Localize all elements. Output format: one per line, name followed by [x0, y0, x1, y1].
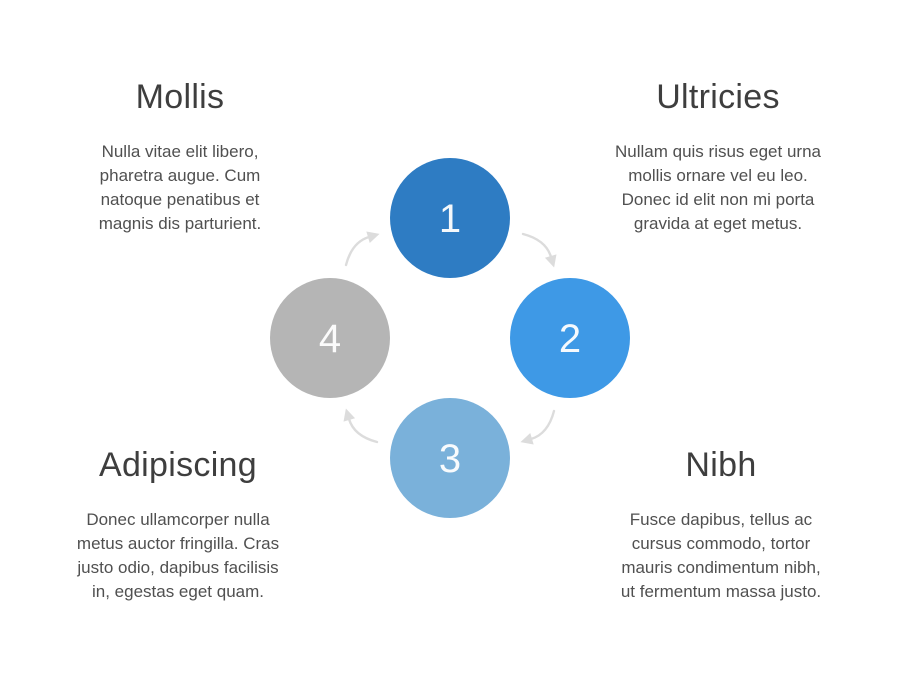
section-body-ultricies: Nullam quis risus eget urna mollis ornar…: [615, 142, 821, 233]
arrow-4-to-1-icon: [344, 231, 380, 267]
section-title-ultricies: Ultricies: [656, 78, 780, 116]
section-title-nibh: Nibh: [685, 446, 757, 484]
cycle-step-2: 2: [510, 278, 630, 398]
section-body-mollis: Nulla vitae elit libero, pharetra augue.…: [98, 142, 262, 233]
step-number-1: 1: [439, 197, 461, 241]
step-circle-3: [390, 398, 510, 518]
cycle-step-3: 3: [390, 398, 510, 518]
section-title-mollis: Mollis: [135, 78, 225, 116]
section-title-adipiscing: Adipiscing: [99, 446, 257, 484]
section-top-right: Ultricies Nullam quis risus eget urna mo…: [578, 80, 858, 236]
section-body-adipiscing: Donec ullamcorper nulla metus auctor fri…: [76, 510, 280, 601]
arrow-2-to-3-icon: [520, 409, 556, 445]
section-top-left: Mollis Nulla vitae elit libero, pharetra…: [40, 80, 320, 236]
section-bottom-right: Nibh Fusce dapibus, tellus ac cursus com…: [581, 448, 861, 604]
cycle-step-4: 4: [270, 278, 390, 398]
cycle-step-1: 1: [390, 158, 510, 278]
step-number-4: 4: [319, 317, 341, 361]
arrow-1-to-2-icon: [521, 232, 557, 268]
step-number-2: 2: [559, 317, 581, 361]
step-circle-4: [270, 278, 390, 398]
step-number-3: 3: [439, 437, 461, 481]
step-circle-2: [510, 278, 630, 398]
section-body-nibh: Fusce dapibus, tellus ac cursus commodo,…: [620, 510, 822, 601]
step-circle-1: [390, 158, 510, 278]
cycle-arrows: [343, 231, 557, 445]
section-bottom-left: Adipiscing Donec ullamcorper nulla metus…: [38, 448, 318, 604]
arrow-3-to-4-icon: [343, 408, 379, 444]
